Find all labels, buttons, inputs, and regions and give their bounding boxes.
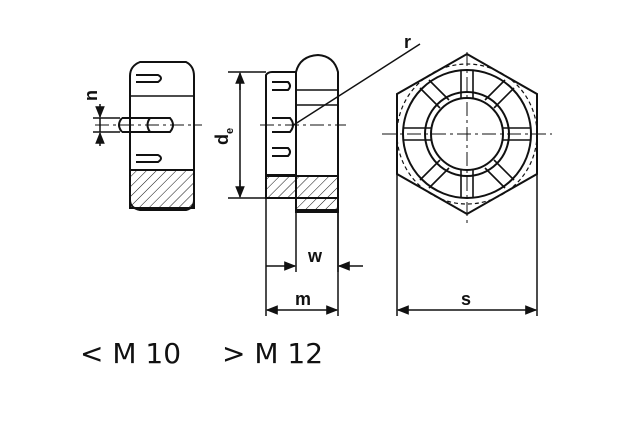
dimension-m	[265, 176, 339, 316]
label-w: w	[307, 246, 323, 266]
label-m: m	[295, 289, 311, 309]
label-r: r	[404, 32, 411, 52]
label-s: s	[461, 289, 471, 309]
caption-right: > M 12	[222, 337, 324, 370]
hex-centerlines	[382, 52, 552, 224]
dimension-s	[396, 174, 538, 316]
label-n: n	[81, 90, 101, 101]
caption-left: < M 10	[80, 337, 182, 370]
label-de: d e	[212, 128, 236, 145]
dimension-n	[93, 104, 120, 146]
left-nut-view	[118, 61, 195, 211]
svg-text:d: d	[212, 134, 232, 145]
svg-text:e: e	[224, 128, 236, 134]
middle-nut-view	[265, 53, 339, 213]
leader-r	[291, 43, 421, 127]
dimension-de	[228, 71, 266, 199]
